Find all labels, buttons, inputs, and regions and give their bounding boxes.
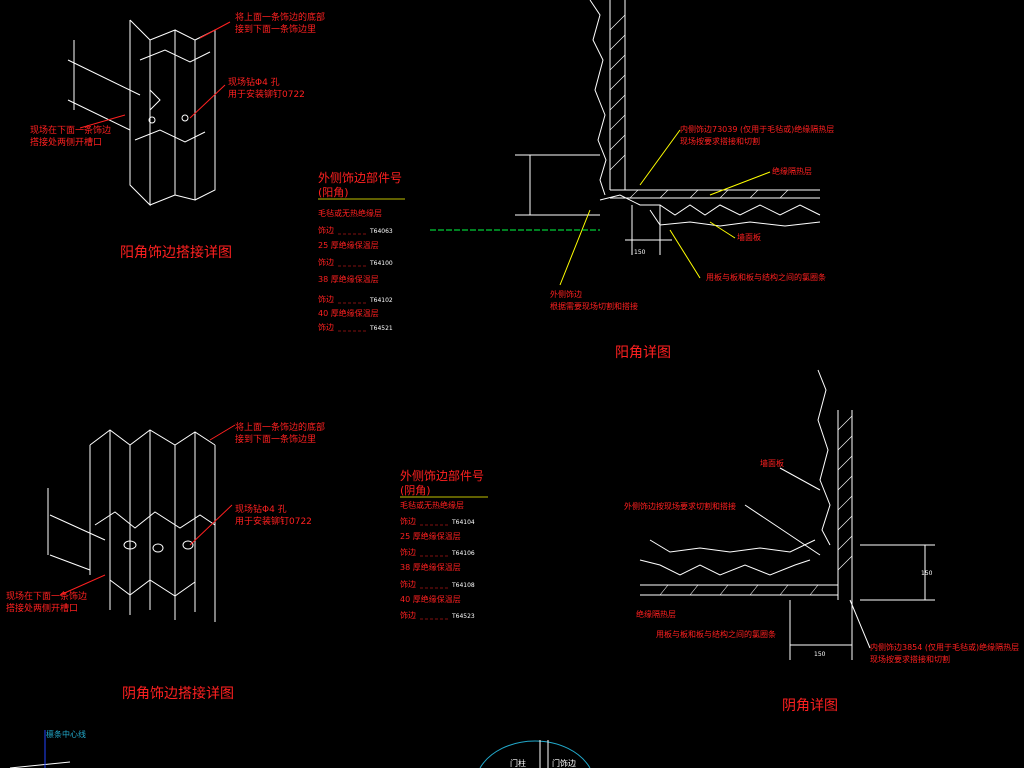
tr-dim: 150	[634, 249, 646, 256]
pt2-row2-code: T64108	[451, 582, 475, 589]
br-note-sealant: 用板与板和板与结构之间的氯圈条	[656, 629, 776, 639]
br-note-outer: 外侧饰边按现场要求切割和搭接	[624, 501, 736, 511]
inside-corner-section	[639, 369, 935, 660]
outside-corner-leaders-right	[559, 129, 771, 286]
br-note-inner-2: 现场按要求搭接和切割	[870, 654, 950, 664]
inside-corner-lap-drawing	[47, 429, 216, 622]
pt2-row2-group: 38 厚绝缘保温层	[400, 562, 461, 572]
pt1-row1-code: T64100	[369, 260, 393, 267]
tl-note-top-2: 接到下面一条饰边里	[235, 23, 316, 35]
tr-note-insulation: 绝缘隔热层	[772, 166, 812, 176]
bl-note-left-2: 搭接处两侧开槽口	[6, 602, 78, 614]
pt1-row0-group: 毛毡或无热绝缘层	[318, 208, 382, 218]
outside-corner-lap-drawing	[67, 19, 216, 207]
inside-corner-leaders-right	[744, 467, 871, 649]
pt1-row1-group: 25 厚绝缘保温层	[318, 240, 379, 250]
pt2-row3-label: 饰边	[400, 610, 416, 620]
pt1-row0-label: 饰边	[318, 225, 334, 235]
pt1-row2-label: 饰边	[318, 294, 334, 304]
tr-note-wall: 墙面板	[737, 232, 761, 242]
pt2-row3-group: 40 厚绝缘保温层	[400, 594, 461, 604]
pt1-row3-group: 40 厚绝缘保温层	[318, 308, 379, 318]
br-dim-h: 150	[814, 651, 826, 658]
tr-note-inner-2: 现场按要求搭接和切割	[680, 136, 760, 146]
bl-note-top-1: 将上面一条饰边的底部	[235, 421, 325, 433]
inside-corner-leaders	[59, 424, 236, 596]
pt1-row2-code: T64102	[369, 297, 393, 304]
outside-corner-leaders	[79, 21, 231, 129]
inside-corner-hatch	[659, 415, 853, 596]
tl-note-mid-1: 现场钻Φ4 孔	[228, 76, 280, 88]
pt2-row3-code: T64523	[451, 613, 475, 620]
pt2-subtitle: (阴角)	[400, 484, 431, 497]
tr-note-sealant: 用板与板和板与结构之间的氯圈条	[706, 272, 826, 282]
table-underlines	[318, 198, 488, 498]
br-dim-v: 150	[921, 570, 933, 577]
bl-note-left-1: 现场在下面一条饰边	[6, 590, 87, 602]
br-note-inner-1: 内侧饰边3854 (仅用于毛毡或)绝缘隔热层	[870, 642, 1019, 652]
bs-door-trim: 门饰边	[552, 758, 576, 768]
table-dashes	[338, 233, 450, 620]
pt2-row0-group: 毛毡或无热绝缘层	[400, 500, 464, 510]
pt2-title: 外侧饰边部件号	[400, 468, 484, 483]
tr-note-outer-2: 根据需要现场切割和搭接	[550, 301, 638, 311]
pt1-row3-code: T64521	[369, 325, 393, 332]
pt2-row2-label: 饰边	[400, 579, 416, 589]
br-title: 阴角详图	[782, 698, 838, 714]
pt1-row2-group: 38 厚绝缘保温层	[318, 274, 379, 284]
tl-note-mid-2: 用于安装铆钉0722	[228, 88, 305, 100]
pt2-row0-code: T64104	[451, 519, 475, 526]
pt1-subtitle: (阳角)	[318, 186, 349, 199]
tr-note-inner-1: 内侧饰边73039 (仅用于毛毡或)绝缘隔热层	[680, 124, 834, 134]
tl-note-left-2: 搭接处两侧开槽口	[30, 136, 102, 148]
pt1-row3-label: 饰边	[318, 322, 334, 332]
pt2-row1-group: 25 厚绝缘保温层	[400, 531, 461, 541]
bl-note-mid-2: 用于安装铆钉0722	[235, 515, 312, 527]
tl-title: 阳角饰边搭接详图	[120, 244, 232, 261]
tl-note-top-1: 将上面一条饰边的底部	[235, 11, 325, 23]
tr-title: 阳角详图	[615, 345, 671, 361]
bottom-strip-drawing	[9, 730, 591, 768]
tr-note-outer-1: 外侧饰边	[550, 289, 582, 299]
br-note-insulation: 绝缘隔热层	[636, 609, 676, 619]
text-layer: 将上面一条饰边的底部 接到下面一条饰边里 现场钻Φ4 孔 用于安装铆钉0722 …	[6, 11, 1019, 768]
pt2-row1-code: T64106	[451, 550, 475, 557]
bs-center-line: 檩条中心线	[46, 729, 86, 739]
pt1-title: 外侧饰边部件号	[318, 170, 402, 185]
outside-corner-hatch	[609, 14, 789, 199]
pt2-row0-label: 饰边	[400, 516, 416, 526]
pt1-row1-label: 饰边	[318, 257, 334, 267]
pt1-row0-code: T64063	[369, 228, 393, 235]
tl-note-left-1: 现场在下面一条饰边	[30, 124, 111, 136]
pt2-row1-label: 饰边	[400, 547, 416, 557]
bl-title: 阴角饰边搭接详图	[122, 685, 234, 702]
bl-note-mid-1: 现场钻Φ4 孔	[235, 503, 287, 515]
bl-note-top-2: 接到下面一条饰边里	[235, 433, 316, 445]
bs-door-post: 门柱	[510, 758, 526, 768]
br-note-wall: 墙面板	[760, 458, 784, 468]
